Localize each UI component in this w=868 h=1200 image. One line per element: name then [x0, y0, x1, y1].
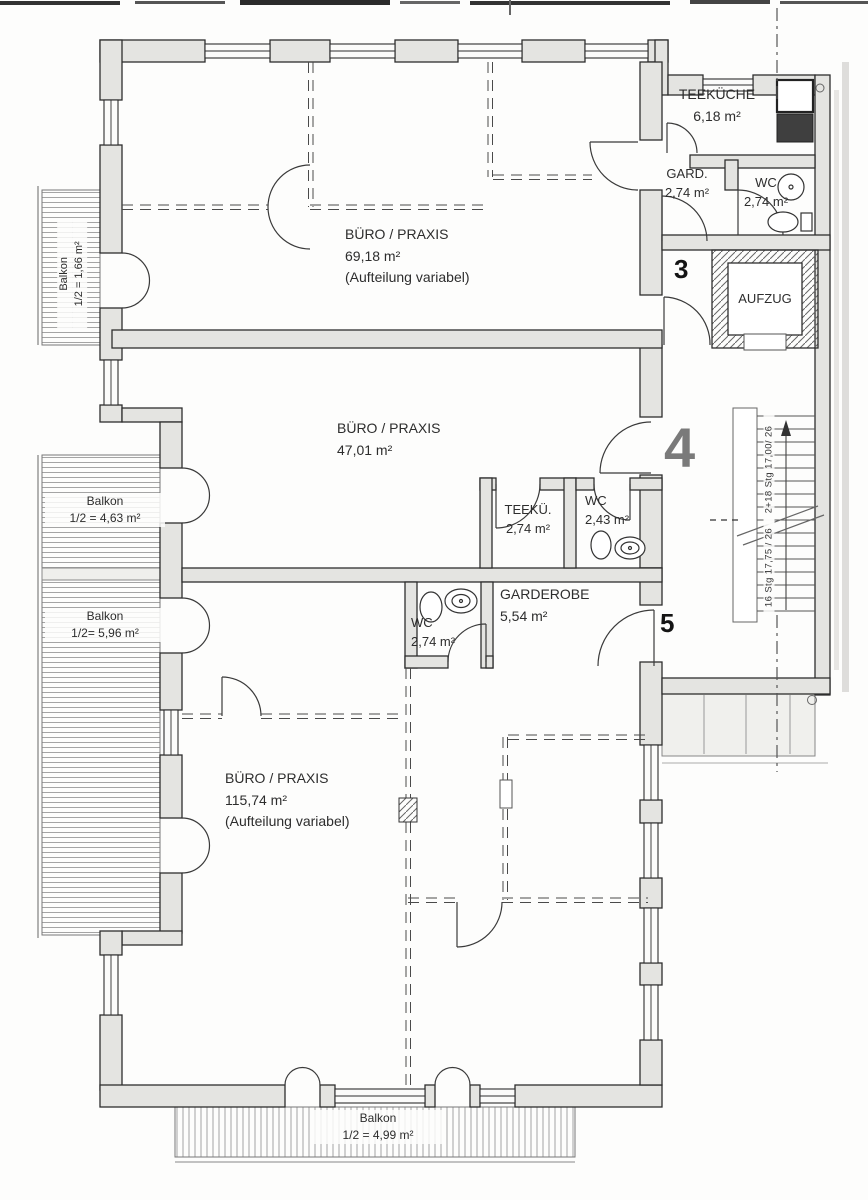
room-name: BÜRO / PRAXIS [337, 420, 441, 436]
room-name: WC [585, 493, 607, 508]
room-area: 115,74 m² [225, 791, 287, 808]
windows [103, 43, 754, 1104]
room-label-buero-mid: BÜRO / PRAXIS 47,01 m² [337, 418, 440, 461]
room-label-wc-top: WC 2,74 m² [736, 174, 796, 212]
balcony-label-bottom: Balkon 1/2 = 4,99 m² [310, 1110, 446, 1144]
room-note: (Aufteilung variabel) [225, 813, 350, 830]
room-label-teekueche: TEEKÜCHE 6,18 m² [652, 84, 782, 127]
room-name: TEEKÜCHE [678, 86, 756, 102]
room-name: GARD. [666, 166, 708, 181]
stair-run-label-upper: 2+18 Stg 17,00/ 26 [763, 414, 775, 525]
section-lines [776, 8, 825, 772]
balcony-label-mid-left: Balkon 1/2 = 4,63 m² [45, 493, 165, 527]
room-label-wc-lower: WC 2,74 m² [411, 614, 455, 652]
unit-number-5: 5 [660, 608, 675, 638]
kitchen-unit [775, 78, 815, 143]
stair-direction-arrow [781, 420, 791, 436]
room-area: 2,74 m² [664, 184, 710, 200]
partition-dashed [122, 62, 648, 1085]
unit-number-4: 4 [664, 416, 696, 479]
room-label-garderobe: GARDEROBE 5,54 m² [500, 584, 589, 627]
elevator [711, 249, 819, 351]
balcony-label-lower-left: Balkon 1/2= 5,96 m² [45, 608, 165, 642]
sanitary-fixtures [419, 173, 813, 623]
room-label-teekue-mid: TEEKÜ. 2,74 m² [496, 501, 560, 539]
room-label-buero-top: BÜRO / PRAXIS 69,18 m² (Aufteilung varia… [345, 224, 470, 289]
room-name: TEEKÜ. [504, 502, 552, 517]
room-name: BÜRO / PRAXIS [345, 226, 449, 242]
room-name: BÜRO / PRAXIS [225, 770, 329, 786]
room-label-gard: GARD. 2,74 m² [648, 165, 726, 203]
terrace [661, 693, 828, 764]
doors [121, 122, 784, 1086]
room-area: 69,18 m² [345, 247, 401, 264]
unit-number-3: 3 [674, 254, 689, 284]
room-note: (Aufteilung variabel) [345, 269, 470, 286]
room-name: WC [411, 615, 433, 630]
room-name: WC [755, 175, 777, 190]
room-label-buero-bottom: BÜRO / PRAXIS 115,74 m² (Aufteilung vari… [225, 768, 350, 833]
room-label-wc-mid: WC 2,43 m² [585, 492, 629, 530]
room-area: 6,18 m² [693, 107, 741, 124]
room-area: 2,74 m² [411, 633, 456, 649]
room-area: 2,74 m² [505, 520, 551, 536]
partition-pier [499, 779, 513, 809]
room-area: 5,54 m² [500, 607, 548, 624]
stair-run-label-lower: 16 Stg 17,75 / 26 [763, 512, 775, 623]
partition-pier [398, 797, 418, 823]
balcony-label-top-left: Balkon 1/2 = 1,66 m² [57, 218, 87, 329]
room-area: 2,43 m² [585, 511, 630, 527]
room-area: 2,74 m² [743, 193, 789, 209]
room-name: GARDEROBE [500, 586, 590, 602]
room-area: 47,01 m² [337, 441, 393, 458]
stairs [710, 407, 825, 623]
scan-artifacts [0, 0, 868, 692]
room-label-aufzug: AUFZUG [712, 290, 818, 309]
room-name: AUFZUG [738, 291, 792, 306]
